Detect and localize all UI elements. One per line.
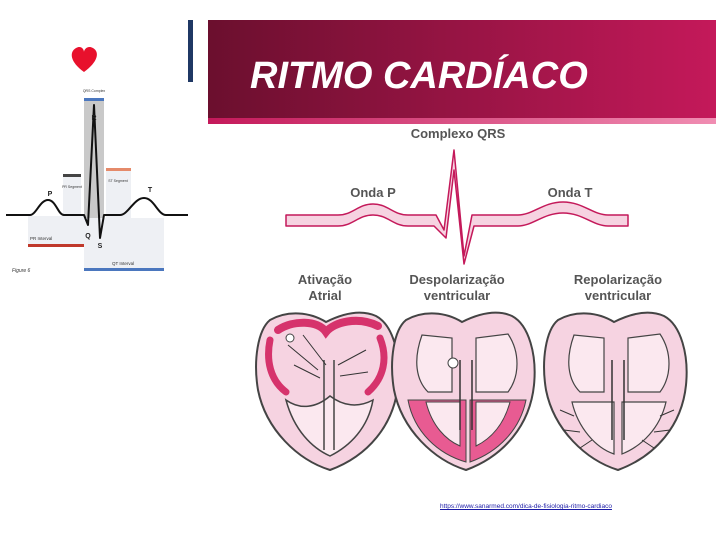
slide-accent-bar	[188, 20, 193, 82]
p-wave-title: Onda P	[350, 185, 396, 200]
qt-interval-box	[84, 218, 164, 270]
qt-interval-label: QT Interval	[112, 261, 134, 266]
ecg-trace	[6, 104, 188, 239]
source-link[interactable]: https://www.sanarmed.com/dica-de-fisiolo…	[440, 503, 612, 510]
p-wave-label: P	[48, 191, 53, 198]
phase-depol-line2: ventricular	[424, 288, 490, 303]
heart-ventricular-depolarization	[391, 311, 536, 472]
qrs-title: Complexo QRS	[411, 126, 506, 141]
phase-depol-line1: Despolarização	[409, 272, 504, 287]
heart-atrial-activation	[255, 311, 400, 472]
phase-atrial-line2: Atrial	[308, 288, 341, 303]
pr-interval-box	[28, 216, 84, 246]
phase-repol-line2: ventricular	[585, 288, 651, 303]
title-banner	[208, 20, 716, 118]
figure-caption: Figure 6	[12, 268, 31, 274]
st-segment-label: ST Segment	[108, 179, 127, 183]
s-wave-label: S	[98, 243, 103, 250]
t-wave-title: Onda T	[548, 185, 593, 200]
infographic-title: RITMO CARDÍACO	[250, 53, 588, 97]
phase-repol-line1: Repolarização	[574, 272, 662, 287]
q-wave-label: Q	[85, 233, 91, 240]
ecg-figure: QRS Complex ST Segment PR Segment PR Int…	[6, 46, 188, 274]
pr-segment-label: PR Segment	[62, 185, 82, 189]
ecg-ribbon	[285, 149, 629, 265]
pr-interval-label: PR Interval	[30, 236, 52, 241]
pr-segment-box	[63, 176, 81, 218]
phase-atrial-line1: Ativação	[298, 272, 352, 287]
t-wave-label: T	[148, 187, 153, 194]
heart-icon	[71, 46, 97, 72]
qrs-complex-label: QRS Complex	[83, 89, 106, 93]
r-wave-label: R	[91, 115, 96, 122]
heart-ventricular-repolarization	[543, 311, 688, 472]
ritmo-cardiaco-infographic: RITMO CARDÍACO Complexo QRS Onda P Onda …	[208, 20, 716, 472]
